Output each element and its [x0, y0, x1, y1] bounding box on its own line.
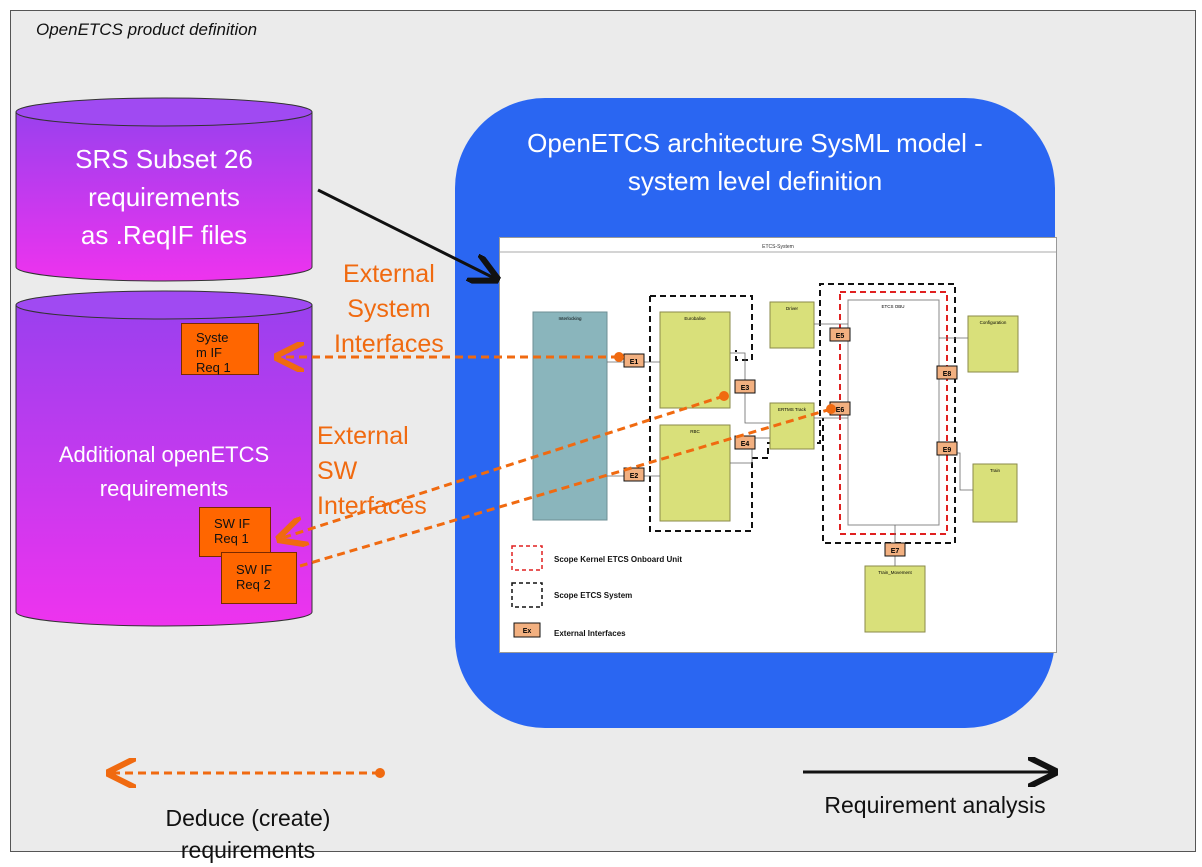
ext-sys-line-2: System: [347, 295, 431, 323]
analysis-legend-text: Requirement analysis: [824, 792, 1046, 818]
ext-sys-line-1: External: [343, 260, 435, 288]
etcs-diagram-title: ETCS-System: [762, 244, 794, 250]
configuration-block: [967, 315, 1019, 373]
srs-line-2: requirements: [88, 182, 240, 212]
ext-sys-line-3: Interfaces: [334, 330, 444, 358]
external-sw-interfaces-label: External SW Interfaces: [317, 419, 427, 524]
configuration-label: Configuration: [980, 320, 1007, 325]
sw-req1-line-1: SW IF: [214, 516, 251, 531]
etcs-obu-block: [847, 299, 940, 526]
interlocking-block: [532, 311, 608, 521]
system-if-req-1: Syste m IF Req 1: [181, 323, 259, 375]
srs-line-3: as .ReqIF files: [80, 220, 248, 250]
srs-cylinder: [15, 97, 313, 282]
interface-e5: E5: [836, 333, 845, 340]
frame-title: OpenETCS product definition: [36, 20, 258, 39]
interface-e9-box: [936, 441, 958, 456]
e6-to-sw-req2-arrow: [299, 407, 832, 568]
architecture-title: OpenETCS architecture SysML model - syst…: [470, 124, 1040, 200]
interface-e1: E1: [630, 359, 639, 366]
sw-if-req-1: SW IF Req 1: [199, 507, 271, 557]
legend-ex-box: [513, 622, 541, 638]
architecture-title-line-1: OpenETCS architecture SysML model -: [527, 128, 983, 158]
sw-req1-line-2: Req 1: [214, 531, 249, 546]
legend-external-text: External Interfaces: [554, 629, 626, 638]
additional-line-1: Additional openETCS: [58, 442, 270, 467]
interlocking-label: Interlocking: [558, 316, 582, 321]
e1-origin-dot: [614, 352, 624, 362]
sys-req-line-3: Req 1: [196, 360, 231, 375]
sys-req-line-2: m IF: [196, 345, 222, 360]
sys-req-line-1: Syste: [196, 330, 229, 345]
eurobalise-label: Eurobalise: [684, 316, 706, 321]
interface-e9: E9: [943, 447, 952, 454]
additional-text: Additional openETCS requirements: [16, 438, 312, 506]
driver-block: [769, 301, 815, 349]
interface-e7: E7: [891, 548, 900, 555]
rbc-label: RBC: [690, 429, 700, 434]
interface-e6: E6: [836, 407, 845, 414]
srs-to-model-arrow: [317, 188, 494, 278]
architecture-title-line-2: system level definition: [627, 166, 883, 196]
etcs-diagram-svg: ETCS-System Interlocking Eurobalise RBC …: [500, 244, 1056, 638]
train-movement-block: [864, 565, 926, 633]
srs-text: SRS Subset 26 requirements as .ReqIF fil…: [16, 140, 312, 254]
sw-req2-line-2: Req 2: [236, 577, 271, 592]
etcs-obu-label: ETCS OBU: [881, 304, 904, 309]
deduce-origin-dot: [375, 768, 385, 778]
e3-origin-dot: [719, 391, 729, 401]
legend-ex-text: Ex: [523, 628, 532, 635]
ertms-track-block: [769, 402, 815, 450]
interface-e3-box: [734, 379, 756, 394]
interface-e3: E3: [741, 385, 750, 392]
external-system-interfaces-label: External System Interfaces: [334, 257, 444, 362]
scope-kernel-outline: [839, 291, 948, 535]
interface-e5-box: [829, 327, 851, 342]
scope-system-outline: [649, 283, 956, 544]
e3-to-sw-req1-arrow: [282, 394, 725, 538]
sw-req2-line-1: SW IF: [236, 562, 273, 577]
srs-line-1: SRS Subset 26: [75, 144, 253, 174]
interface-e4-box: [734, 435, 756, 450]
interface-e4: E4: [741, 441, 750, 448]
deduce-legend-text: Deduce (create) requirements: [128, 802, 368, 866]
additional-line-2: requirements: [99, 476, 229, 501]
interface-e2-box: [623, 467, 645, 482]
interface-e7-box: [884, 542, 906, 557]
eurobalise-block: [659, 311, 731, 409]
train-label: Train: [990, 468, 1001, 473]
interface-e8: E8: [943, 371, 952, 378]
legend-kernel-swatch: [511, 545, 543, 571]
ertms-track-label: ERTMS Track: [778, 407, 807, 412]
interface-e2: E2: [630, 473, 639, 480]
deduce-line-2: requirements: [180, 837, 316, 863]
train-movement-label: Train_Movement: [878, 570, 912, 575]
driver-label: Driver: [786, 306, 799, 311]
interface-e1-box: [623, 353, 645, 368]
legend-kernel-text: Scope Kernel ETCS Onboard Unit: [554, 555, 682, 564]
ext-sw-line-1: External: [317, 422, 409, 450]
etcs-system-diagram: ETCS-System Interlocking Eurobalise RBC …: [499, 237, 1057, 653]
train-block: [972, 463, 1018, 523]
deduce-line-1: Deduce (create): [165, 805, 331, 831]
legend-system-swatch: [511, 582, 543, 608]
e6-origin-dot: [826, 404, 836, 414]
legend-system-text: Scope ETCS System: [554, 591, 632, 600]
sw-if-req-2: SW IF Req 2: [221, 552, 297, 604]
ext-sw-line-2: SW: [317, 457, 358, 485]
interface-e8-box: [936, 365, 958, 380]
